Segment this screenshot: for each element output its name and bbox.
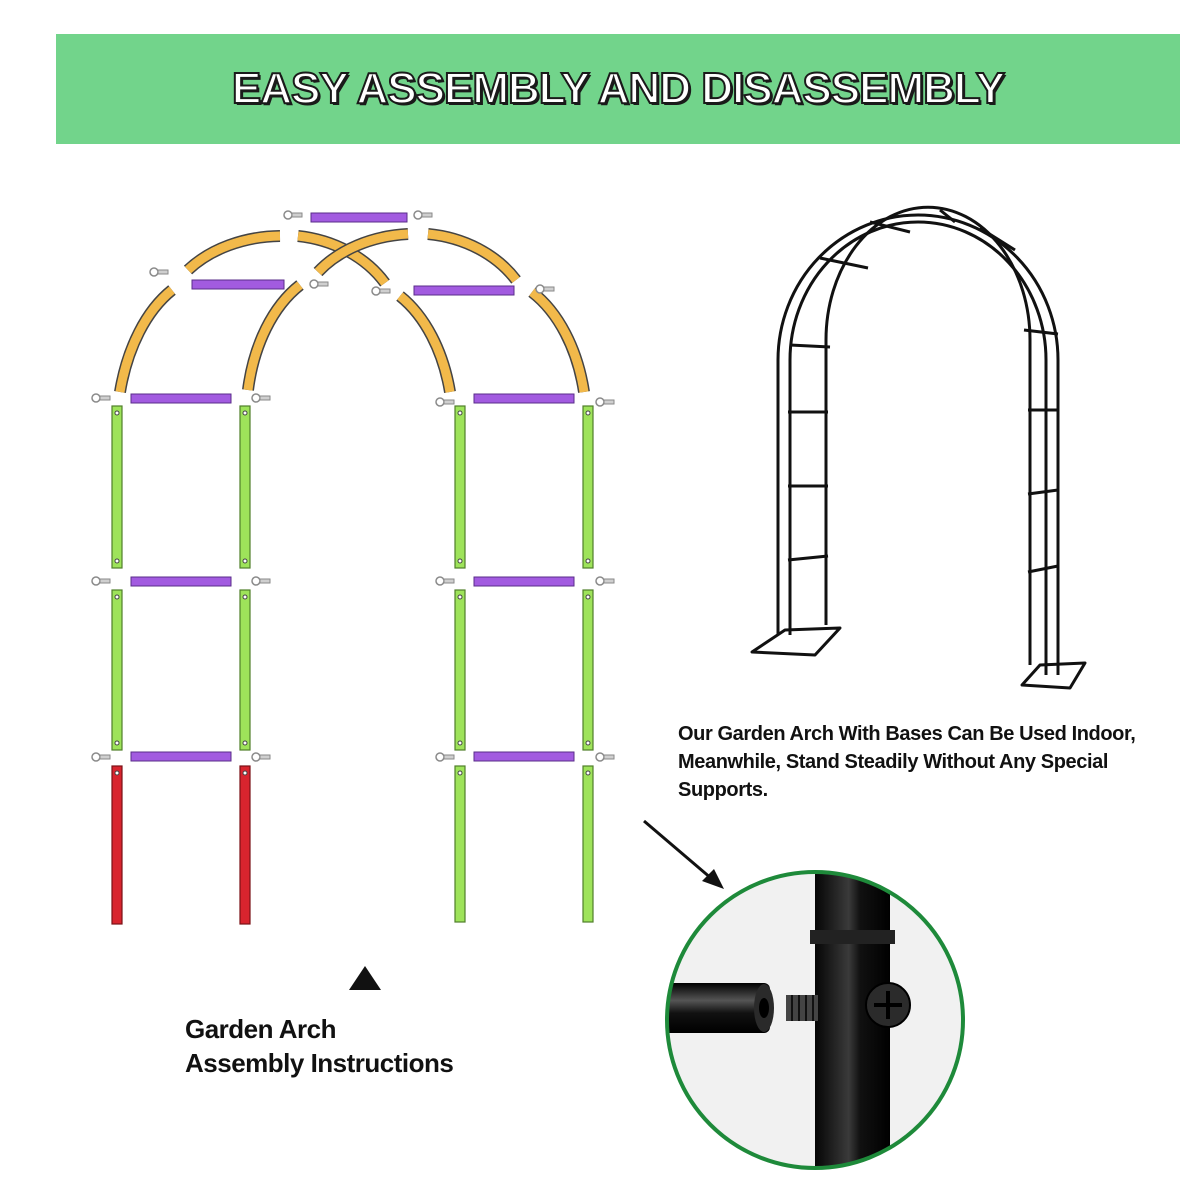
feature-caption: Our Garden Arch With Bases Can Be Used I…: [678, 720, 1188, 804]
front-arch-frame-inner: [788, 220, 1048, 675]
curved-segment: [242, 280, 304, 391]
upright: [239, 589, 251, 751]
crossbar: [310, 212, 408, 223]
crossbar: [473, 751, 575, 762]
base-right: [1020, 661, 1087, 690]
upright: [454, 405, 466, 569]
connector-closeup: [665, 870, 965, 1170]
base-upright: [111, 765, 123, 925]
horizontal-tube: [667, 983, 770, 1033]
assembly-caption: Garden Arch Assembly Instructions: [185, 1012, 605, 1080]
crossbar: [130, 751, 232, 762]
feature-caption-line3: Supports.: [678, 779, 768, 801]
crossbar: [413, 285, 515, 296]
banner-title: EASY ASSEMBLY AND DISASSEMBLY: [231, 63, 1006, 114]
arrow-down-right-icon: [643, 819, 724, 889]
straight-uprights: [111, 405, 594, 923]
upright-holes: [114, 410, 591, 776]
feature-caption-line1: Our Garden Arch With Bases Can Be Used I…: [678, 723, 1136, 745]
upright: [111, 589, 123, 751]
curved-segment: [114, 285, 176, 393]
assembled-arch-drawing: [750, 205, 1087, 690]
crossbar: [130, 393, 232, 404]
crossbars: [130, 212, 575, 762]
crossbar: [473, 576, 575, 587]
upright: [582, 765, 594, 923]
upright: [111, 405, 123, 569]
feature-caption-line2: Meanwhile, Stand Steadily Without Any Sp…: [678, 751, 1109, 773]
assembly-caption-line1: Garden Arch: [185, 1014, 337, 1044]
base-upright: [239, 765, 251, 925]
upright: [582, 589, 594, 751]
base-uprights: [111, 765, 251, 925]
exploded-assembly-diagram: [91, 210, 615, 925]
left-arch-curves: [114, 230, 390, 393]
upright: [454, 589, 466, 751]
crossbar: [473, 393, 575, 404]
curved-segment: [528, 287, 590, 393]
back-arch-frame: [824, 205, 1032, 665]
title-banner: EASY ASSEMBLY AND DISASSEMBLY: [56, 34, 1180, 144]
upright: [454, 765, 466, 923]
right-arch-curves: [313, 228, 590, 393]
base-left: [750, 626, 842, 657]
front-arch-frame: [776, 213, 1060, 675]
upright: [239, 405, 251, 569]
assembly-caption-line2: Assembly Instructions: [185, 1048, 454, 1078]
crossbar: [130, 576, 232, 587]
upright: [582, 405, 594, 569]
crossbar: [191, 279, 285, 290]
triangle-up-icon: [349, 966, 381, 990]
